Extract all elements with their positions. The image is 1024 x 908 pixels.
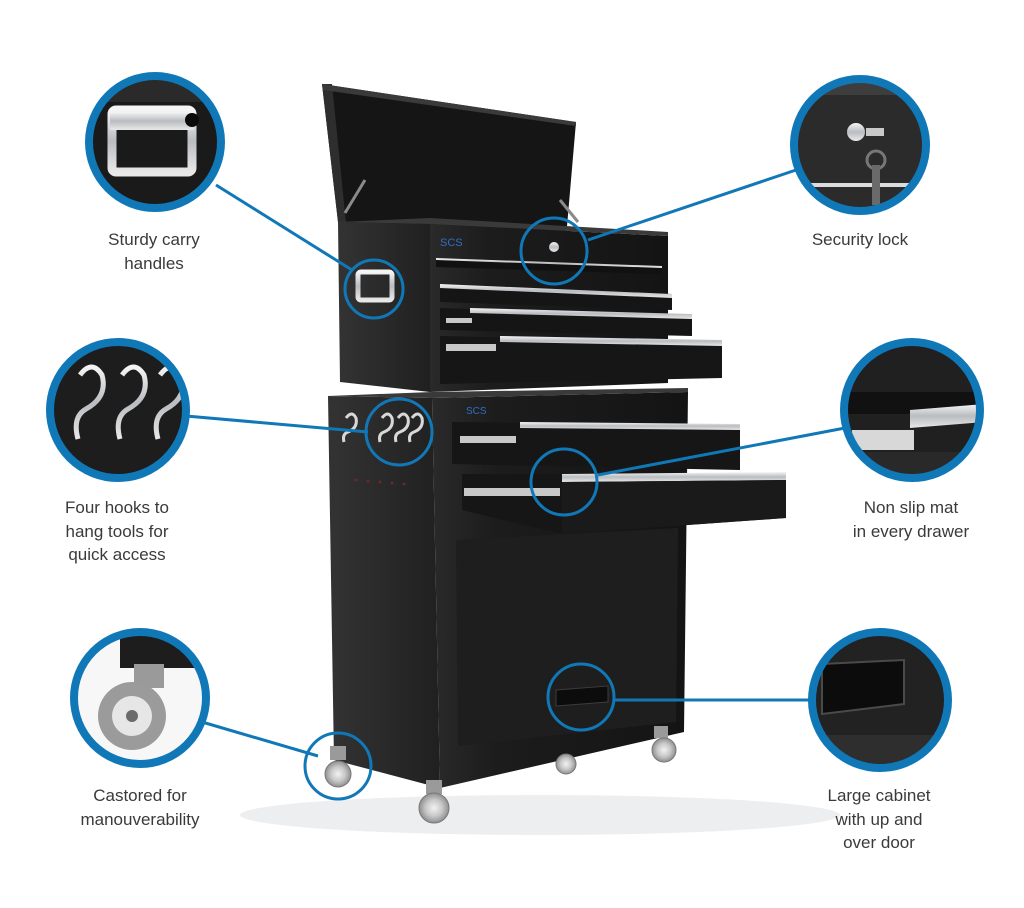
- door-pull: [555, 685, 609, 707]
- label-line: Sturdy carry: [108, 230, 200, 249]
- detail-hooks-roundel: [46, 338, 190, 482]
- cabinet-side: [328, 396, 440, 788]
- label-line: Four hooks to: [65, 498, 169, 517]
- label-line: over door: [843, 833, 915, 852]
- detail-cabinet-roundel: [808, 628, 952, 772]
- bottom-drawers: [452, 422, 786, 534]
- floor-shadow: [240, 795, 840, 835]
- top-drawers: [436, 258, 722, 384]
- open-lid: [322, 84, 576, 238]
- label-line: Large cabinet: [827, 786, 931, 805]
- side-hooks: [342, 412, 424, 443]
- label-carry-handles: Sturdy carry handles: [84, 228, 224, 275]
- detail-castor-roundel: [70, 628, 210, 768]
- label-security-lock: Security lock: [790, 228, 930, 252]
- label-line: hang tools for: [65, 521, 169, 541]
- svg-text:SCS: SCS: [466, 406, 487, 417]
- label-line: quick access: [68, 545, 166, 564]
- tool-chest: SCS SCS: [322, 84, 786, 824]
- label-line: Castored for: [93, 786, 187, 805]
- label-line: in every drawer: [852, 521, 970, 541]
- detail-handles-roundel: [85, 72, 225, 212]
- label-castored: Castored for manouverability: [65, 784, 215, 831]
- castors: [324, 726, 677, 824]
- detail-mat-roundel: [840, 338, 984, 482]
- cabinet-door: [456, 528, 678, 746]
- label-line: with up and: [835, 809, 923, 829]
- label-line: handles: [124, 253, 184, 273]
- label-line: manouverability: [80, 809, 200, 829]
- label-non-slip-mat: Non slip mat in every drawer: [836, 496, 986, 543]
- detail-lock-roundel: [790, 75, 930, 215]
- label-line: Non slip mat: [863, 498, 959, 517]
- label-large-cabinet: Large cabinet with up and over door: [804, 784, 954, 855]
- target-markers: [303, 216, 616, 801]
- brand-logo: SCS: [440, 237, 463, 249]
- lock-keyhole: [549, 242, 559, 252]
- side-carry-handle: [355, 269, 395, 303]
- label-four-hooks: Four hooks to hang tools for quick acces…: [42, 496, 192, 567]
- callout-lines: [185, 168, 846, 758]
- label-line: Security lock: [811, 230, 909, 249]
